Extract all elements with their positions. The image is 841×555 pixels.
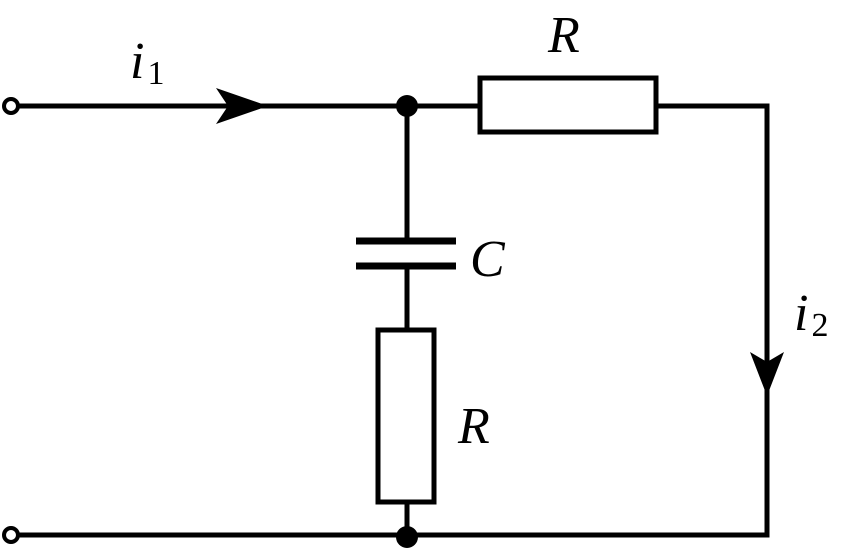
- current-arrow-right-icon: [216, 88, 268, 124]
- input-terminal-top: [2, 97, 20, 115]
- shunt-resistor-label: R: [457, 398, 490, 455]
- shunt-resistor: [375, 327, 437, 505]
- series-resistor-label: R: [547, 7, 580, 64]
- series-resistor: [477, 75, 659, 135]
- input-terminal-bottom: [2, 526, 20, 544]
- current-in-label: i1: [130, 33, 164, 92]
- top-junction-dot: [396, 95, 418, 117]
- capacitor-label: C: [470, 231, 506, 288]
- current-out-label: i2: [794, 285, 828, 344]
- current-arrow-down-icon: [750, 352, 784, 396]
- right-branch-wire: [407, 103, 770, 538]
- bottom-junction-dot: [396, 526, 418, 548]
